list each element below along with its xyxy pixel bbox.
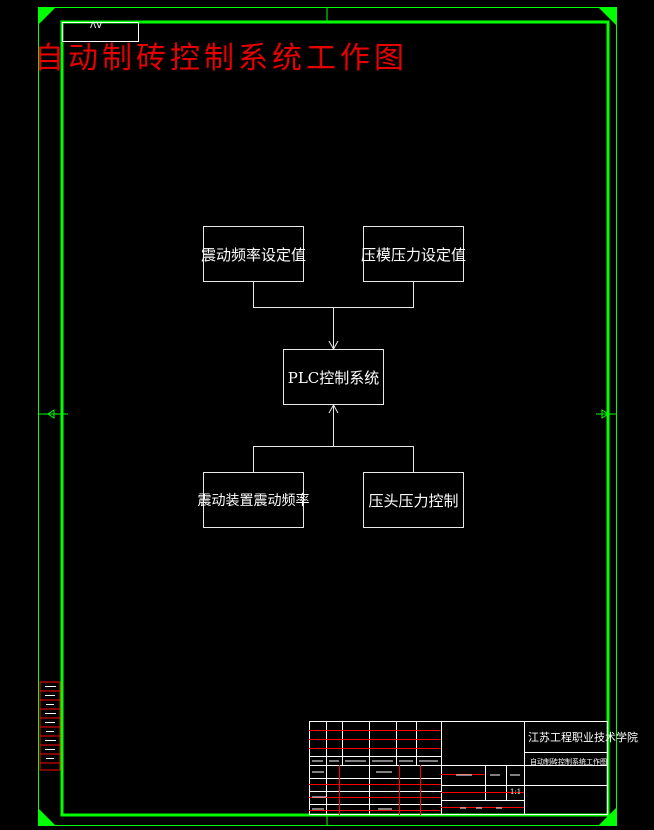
inner-border	[60, 20, 610, 817]
connectors	[253, 281, 414, 472]
corner-mark-tl	[38, 7, 56, 25]
box-vibration-device-frequency: 震动装置震动频率	[198, 472, 310, 528]
scale-value: 1:1	[510, 788, 522, 796]
drawing-title: 自动制砖控制系统工作图	[34, 41, 408, 76]
school-name: 江苏工程职业技术学院	[528, 731, 638, 744]
corner-mark-bl	[38, 808, 56, 826]
title-block	[309, 721, 608, 815]
drawing-code: ΛV	[90, 21, 103, 31]
box-head-pressure-control: 压头压力控制	[363, 472, 464, 528]
code-box	[62, 22, 139, 42]
side-legend	[39, 681, 61, 771]
outer-border	[38, 7, 617, 826]
center-arrow-left	[47, 409, 55, 419]
box-vibration-frequency-setpoint: 震动频率设定值	[201, 226, 306, 282]
corner-mark-tr	[598, 7, 616, 25]
center-arrow-right	[601, 409, 609, 419]
box-press-pressure-setpoint: 压模压力设定值	[361, 226, 466, 282]
corner-mark-br	[598, 808, 616, 826]
box-plc-control-system: PLC控制系统	[283, 349, 384, 405]
title-block-drawing-name: 自动制砖控制系统工作图	[530, 758, 607, 766]
